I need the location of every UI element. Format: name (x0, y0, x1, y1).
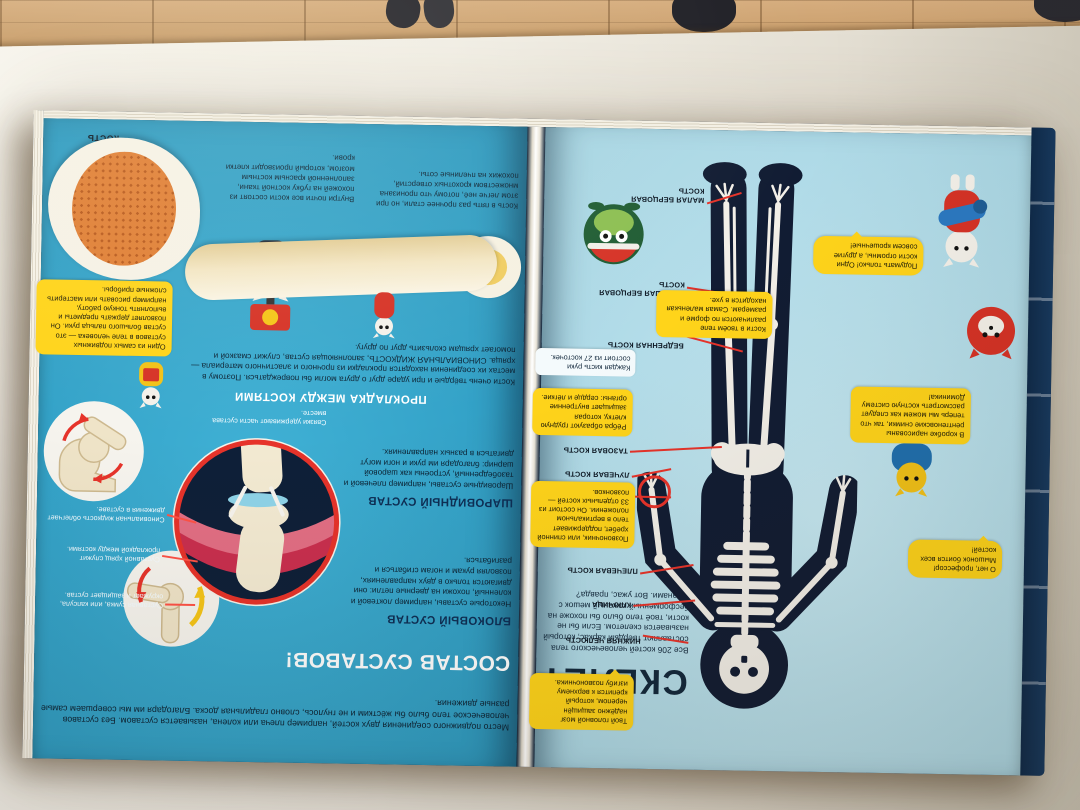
character-yellow-cat (879, 434, 944, 498)
note-hand: Каждая кисть руки состоит из 27 косточек… (535, 348, 636, 377)
person-foot-corner (1034, 0, 1080, 22)
hip-joint-diagram (41, 393, 147, 504)
character-red-cat-guitar (921, 167, 1003, 269)
knee-label-capsule: Суставная сумка, или капсула, окружает и… (43, 590, 196, 610)
ball-joint-text: Шаровидные суставы, например плечевой и … (343, 447, 514, 491)
note-ribs: Рёбра образуют грудную клетку, которая з… (532, 387, 633, 437)
note-spine: Позвоночник, или спинной хребет, поддерж… (530, 481, 636, 549)
label-humerus: ПЛЕЧЕВАЯ КОСТЬ (542, 564, 694, 576)
label-jaw: НИЖНЯЯ ЧЕЛЮСТЬ (545, 634, 689, 646)
bone-head (46, 136, 202, 282)
pad-section-text: Кости очень твёрдые и при ударе друг о д… (190, 342, 516, 387)
elbow-highlight-ring (638, 475, 671, 509)
character-climber-cat (364, 281, 405, 339)
knee-label-ligaments: Связки удерживают части сустава вместе. (212, 408, 327, 428)
knee-joint-diagram (167, 428, 346, 612)
bubble-tail (849, 224, 864, 239)
character-green-turtle (575, 197, 652, 277)
bone-cross-section (71, 150, 178, 267)
bubble-tail (607, 661, 623, 677)
knee-label-cartilage: Суставной хрящ служит прокладкой между к… (40, 544, 198, 564)
joints-intro-text: Место подвижного соединения двух костей,… (40, 698, 510, 733)
speech-bubble-big: Подумать только! Одни кости огромны, а д… (812, 224, 924, 276)
hinge-joint-heading: БЛОКОВЫЙ СУСТАВ (386, 612, 512, 627)
joints-page: Место подвижного соединения двух костей,… (32, 118, 528, 767)
pad-section-heading: ПРОКЛАДКА МЕЖДУ КОСТЯМИ (234, 389, 427, 406)
character-book-cat (129, 351, 174, 409)
knee-label-fluid: Синовиальная жидкость облегчает движения… (45, 504, 197, 524)
label-femur: БЕДРЕННАЯ КОСТЬ (594, 335, 744, 353)
ball-joint-heading: ШАРОВИДНЫЙ СУСТАВ (367, 494, 514, 509)
hinge-joint-text: Некоторые суставы, например локтевой и к… (350, 556, 513, 609)
person-foot-second (672, 0, 736, 32)
note-skull: Твой головной мозг надёжно защищён череп… (529, 661, 634, 731)
bone-shaft (184, 234, 498, 301)
bone-marrow-text: Внутри почти все кости состоят из похоже… (225, 153, 356, 204)
bone-strength-text: Кость в пять раз прочнее стали, но при э… (376, 169, 519, 211)
speech-bubble-small: О нет, профессор! Мышонок боится всех ко… (907, 528, 1003, 580)
character-red-round-cat (959, 299, 1022, 363)
label-radius: ЛУЧЕВАЯ КОСТЬ (533, 468, 672, 480)
page-title-joints: СОСТАВ СУСТАВОВ! (284, 647, 511, 675)
note-thumb-joint: Один из самых подвижных суставов в теле … (35, 279, 173, 357)
note-bone-sizes: Кости в твоём теле различаются по форме … (655, 290, 773, 340)
open-book: СКЕЛЕТ Все 206 костей человеческого тела… (22, 110, 1056, 776)
skeleton-page: СКЕЛЕТ Все 206 костей человеческого тела… (529, 127, 1032, 776)
bubble-tail (976, 528, 991, 544)
elbow-joint-diagram (120, 543, 222, 650)
label-clavicle: КЛЮЧИЦА (535, 598, 696, 610)
skeleton-xray-figure (633, 139, 863, 721)
label-pelvis: ТАЗОВАЯ КОСТЬ (532, 444, 722, 456)
